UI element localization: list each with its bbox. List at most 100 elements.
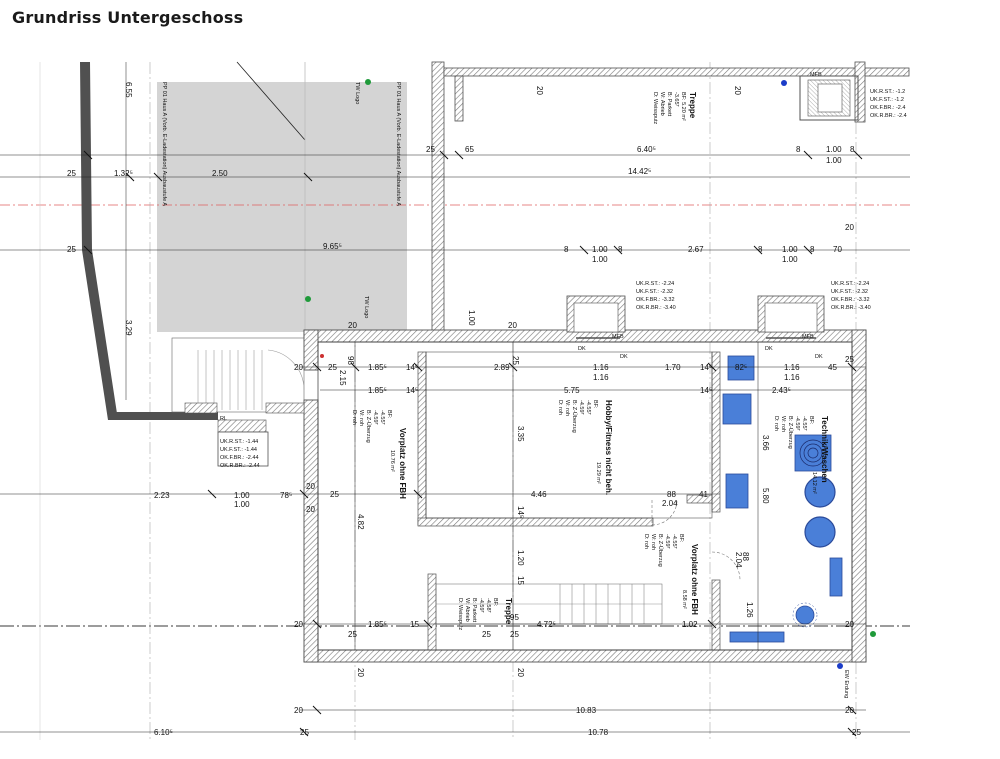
svg-text:BF:: BF: <box>808 416 814 425</box>
svg-text:20: 20 <box>845 620 854 629</box>
svg-text:25: 25 <box>511 356 520 365</box>
entry-wall-b <box>265 402 305 414</box>
parking-label-mid: PP 01 Haus A (Vorb. E-Ladestation) Ausba… <box>395 82 401 206</box>
svg-text:20: 20 <box>845 223 854 232</box>
svg-text:-4.59ᵀ: -4.59ᵀ <box>664 534 671 550</box>
svg-text:3.35: 3.35 <box>516 426 525 442</box>
svg-text:20: 20 <box>508 321 517 330</box>
svg-text:OK.R.BR.: -2.44: OK.R.BR.: -2.44 <box>220 463 260 469</box>
levels-top-right: UK.R.ST.: -1.2 UK.F.ST.: -1.2 OK.F.BR.: … <box>870 89 907 119</box>
svg-text:UK.F.ST.: -2.32: UK.F.ST.: -2.32 <box>831 289 868 295</box>
svg-text:1.00: 1.00 <box>592 245 608 254</box>
svg-text:W: Abrieb: W: Abrieb <box>464 598 470 622</box>
entry-level-box <box>217 431 269 467</box>
tw-logo-label-b: TW Logo <box>363 296 369 318</box>
pump <box>795 605 815 625</box>
levels-left: UK.R.ST.: -1.44 UK.F.ST.: -1.44 OK.F.BR.… <box>220 439 260 469</box>
svg-text:8: 8 <box>618 245 623 254</box>
outer-wall-bottom <box>303 649 867 663</box>
svg-text:D: roh: D: roh <box>643 534 649 549</box>
svg-text:41: 41 <box>699 490 708 499</box>
svg-text:1.00: 1.00 <box>234 491 250 500</box>
svg-text:W: roh: W: roh <box>358 410 364 426</box>
svg-text:20: 20 <box>306 482 315 491</box>
fixture-box2 <box>725 473 749 509</box>
svg-text:-4.59ᵀ: -4.59ᵀ <box>372 410 379 426</box>
tank-2 <box>804 516 836 548</box>
svg-text:20: 20 <box>348 321 357 330</box>
room-vorplatz-right: Vorplatz ohne FBH 8.58 m² BF: -4.55ᵀ -4.… <box>643 534 699 615</box>
svg-text:-4.59ᵀ: -4.59ᵀ <box>794 416 801 432</box>
room-ceiling: D: Weissputz <box>652 92 658 125</box>
svg-text:8: 8 <box>758 245 763 254</box>
parking-label-left: PP 01 Haus A (Vorb. E-Ladestation) Ausba… <box>161 82 167 206</box>
wall-stair-top <box>427 573 437 651</box>
svg-text:2.89: 2.89 <box>494 363 510 372</box>
svg-text:D: roh: D: roh <box>351 410 357 425</box>
svg-text:1.00: 1.00 <box>234 500 250 509</box>
svg-text:1.20: 1.20 <box>516 550 525 566</box>
room-area: 19.29 m² <box>595 462 601 484</box>
svg-text:25: 25 <box>328 363 337 372</box>
room-area: 14.12 m² <box>811 472 817 494</box>
dimension-ticks <box>83 150 863 737</box>
svg-text:14⁵: 14⁵ <box>700 386 712 395</box>
svg-text:25: 25 <box>510 630 519 639</box>
svg-text:B: Z-Überzug: B: Z-Überzug <box>365 410 372 443</box>
rl-label: RL <box>220 416 227 422</box>
svg-text:BF:: BF: <box>678 534 684 543</box>
room-vorplatz-left: Vorplatz ohne FBH 10.76 m² BF: -4.55ᵀ -4… <box>351 410 407 499</box>
svg-text:20: 20 <box>294 620 303 629</box>
svg-text:6.10⁵: 6.10⁵ <box>154 728 173 737</box>
svg-text:OK.F.BR.: -2.4: OK.F.BR.: -2.4 <box>870 105 905 111</box>
svg-text:65: 65 <box>465 145 474 154</box>
green-marker-1 <box>365 79 371 85</box>
svg-text:B: Z-Überzug: B: Z-Überzug <box>657 534 664 567</box>
svg-text:2.04: 2.04 <box>662 499 678 508</box>
svg-text:BF:: BF: <box>492 598 498 607</box>
svg-text:1.32⁵: 1.32⁵ <box>114 169 133 178</box>
page-title: Grundriss Untergeschoss <box>12 8 244 27</box>
svg-text:25: 25 <box>852 728 861 737</box>
top-wall-right <box>854 61 866 123</box>
room-name: Hobby/Fitness nicht beh. <box>604 400 613 495</box>
svg-text:14⁵: 14⁵ <box>406 363 418 372</box>
svg-text:1.16: 1.16 <box>593 363 609 372</box>
svg-text:20: 20 <box>535 86 544 95</box>
svg-text:1.26: 1.26 <box>745 602 754 618</box>
green-marker-3 <box>870 631 876 637</box>
room-area: BF: 5.20 m² <box>680 92 686 121</box>
room-name: Treppe <box>504 598 513 625</box>
svg-text:1.00: 1.00 <box>782 255 798 264</box>
svg-text:14⁵: 14⁵ <box>516 506 525 518</box>
dk-label-b: DK <box>620 354 628 360</box>
mfb-label-a: MFB <box>810 72 822 78</box>
svg-text:70: 70 <box>833 245 842 254</box>
svg-text:25: 25 <box>426 145 435 154</box>
dimension-lines <box>0 62 910 733</box>
wall-hobby-bottom <box>417 517 654 527</box>
svg-text:9.65⁵: 9.65⁵ <box>323 242 342 251</box>
svg-text:2.43⁵: 2.43⁵ <box>772 386 791 395</box>
svg-text:10.83: 10.83 <box>576 706 597 715</box>
svg-text:-4.59ᵀ: -4.59ᵀ <box>478 598 485 614</box>
svg-text:98: 98 <box>346 356 355 365</box>
svg-text:UK.R.ST.: -2.24: UK.R.ST.: -2.24 <box>831 281 869 287</box>
svg-text:D: roh: D: roh <box>557 400 563 415</box>
svg-text:3.29: 3.29 <box>124 320 133 336</box>
svg-text:20: 20 <box>356 668 365 677</box>
fixture-box1 <box>722 393 752 425</box>
svg-text:95: 95 <box>510 613 519 622</box>
svg-text:-4.58ᵀ: -4.58ᵀ <box>485 598 492 614</box>
door-technik <box>711 551 741 581</box>
svg-text:14⁵: 14⁵ <box>406 386 418 395</box>
svg-text:20: 20 <box>294 363 303 372</box>
left-slanted-wall <box>80 62 118 420</box>
svg-text:4.46: 4.46 <box>531 490 547 499</box>
outer-wall-right <box>851 329 867 663</box>
svg-text:15: 15 <box>516 576 525 585</box>
svg-text:4.82: 4.82 <box>356 514 365 530</box>
svg-text:6.55: 6.55 <box>124 82 133 98</box>
wall-technik-left <box>711 351 721 513</box>
